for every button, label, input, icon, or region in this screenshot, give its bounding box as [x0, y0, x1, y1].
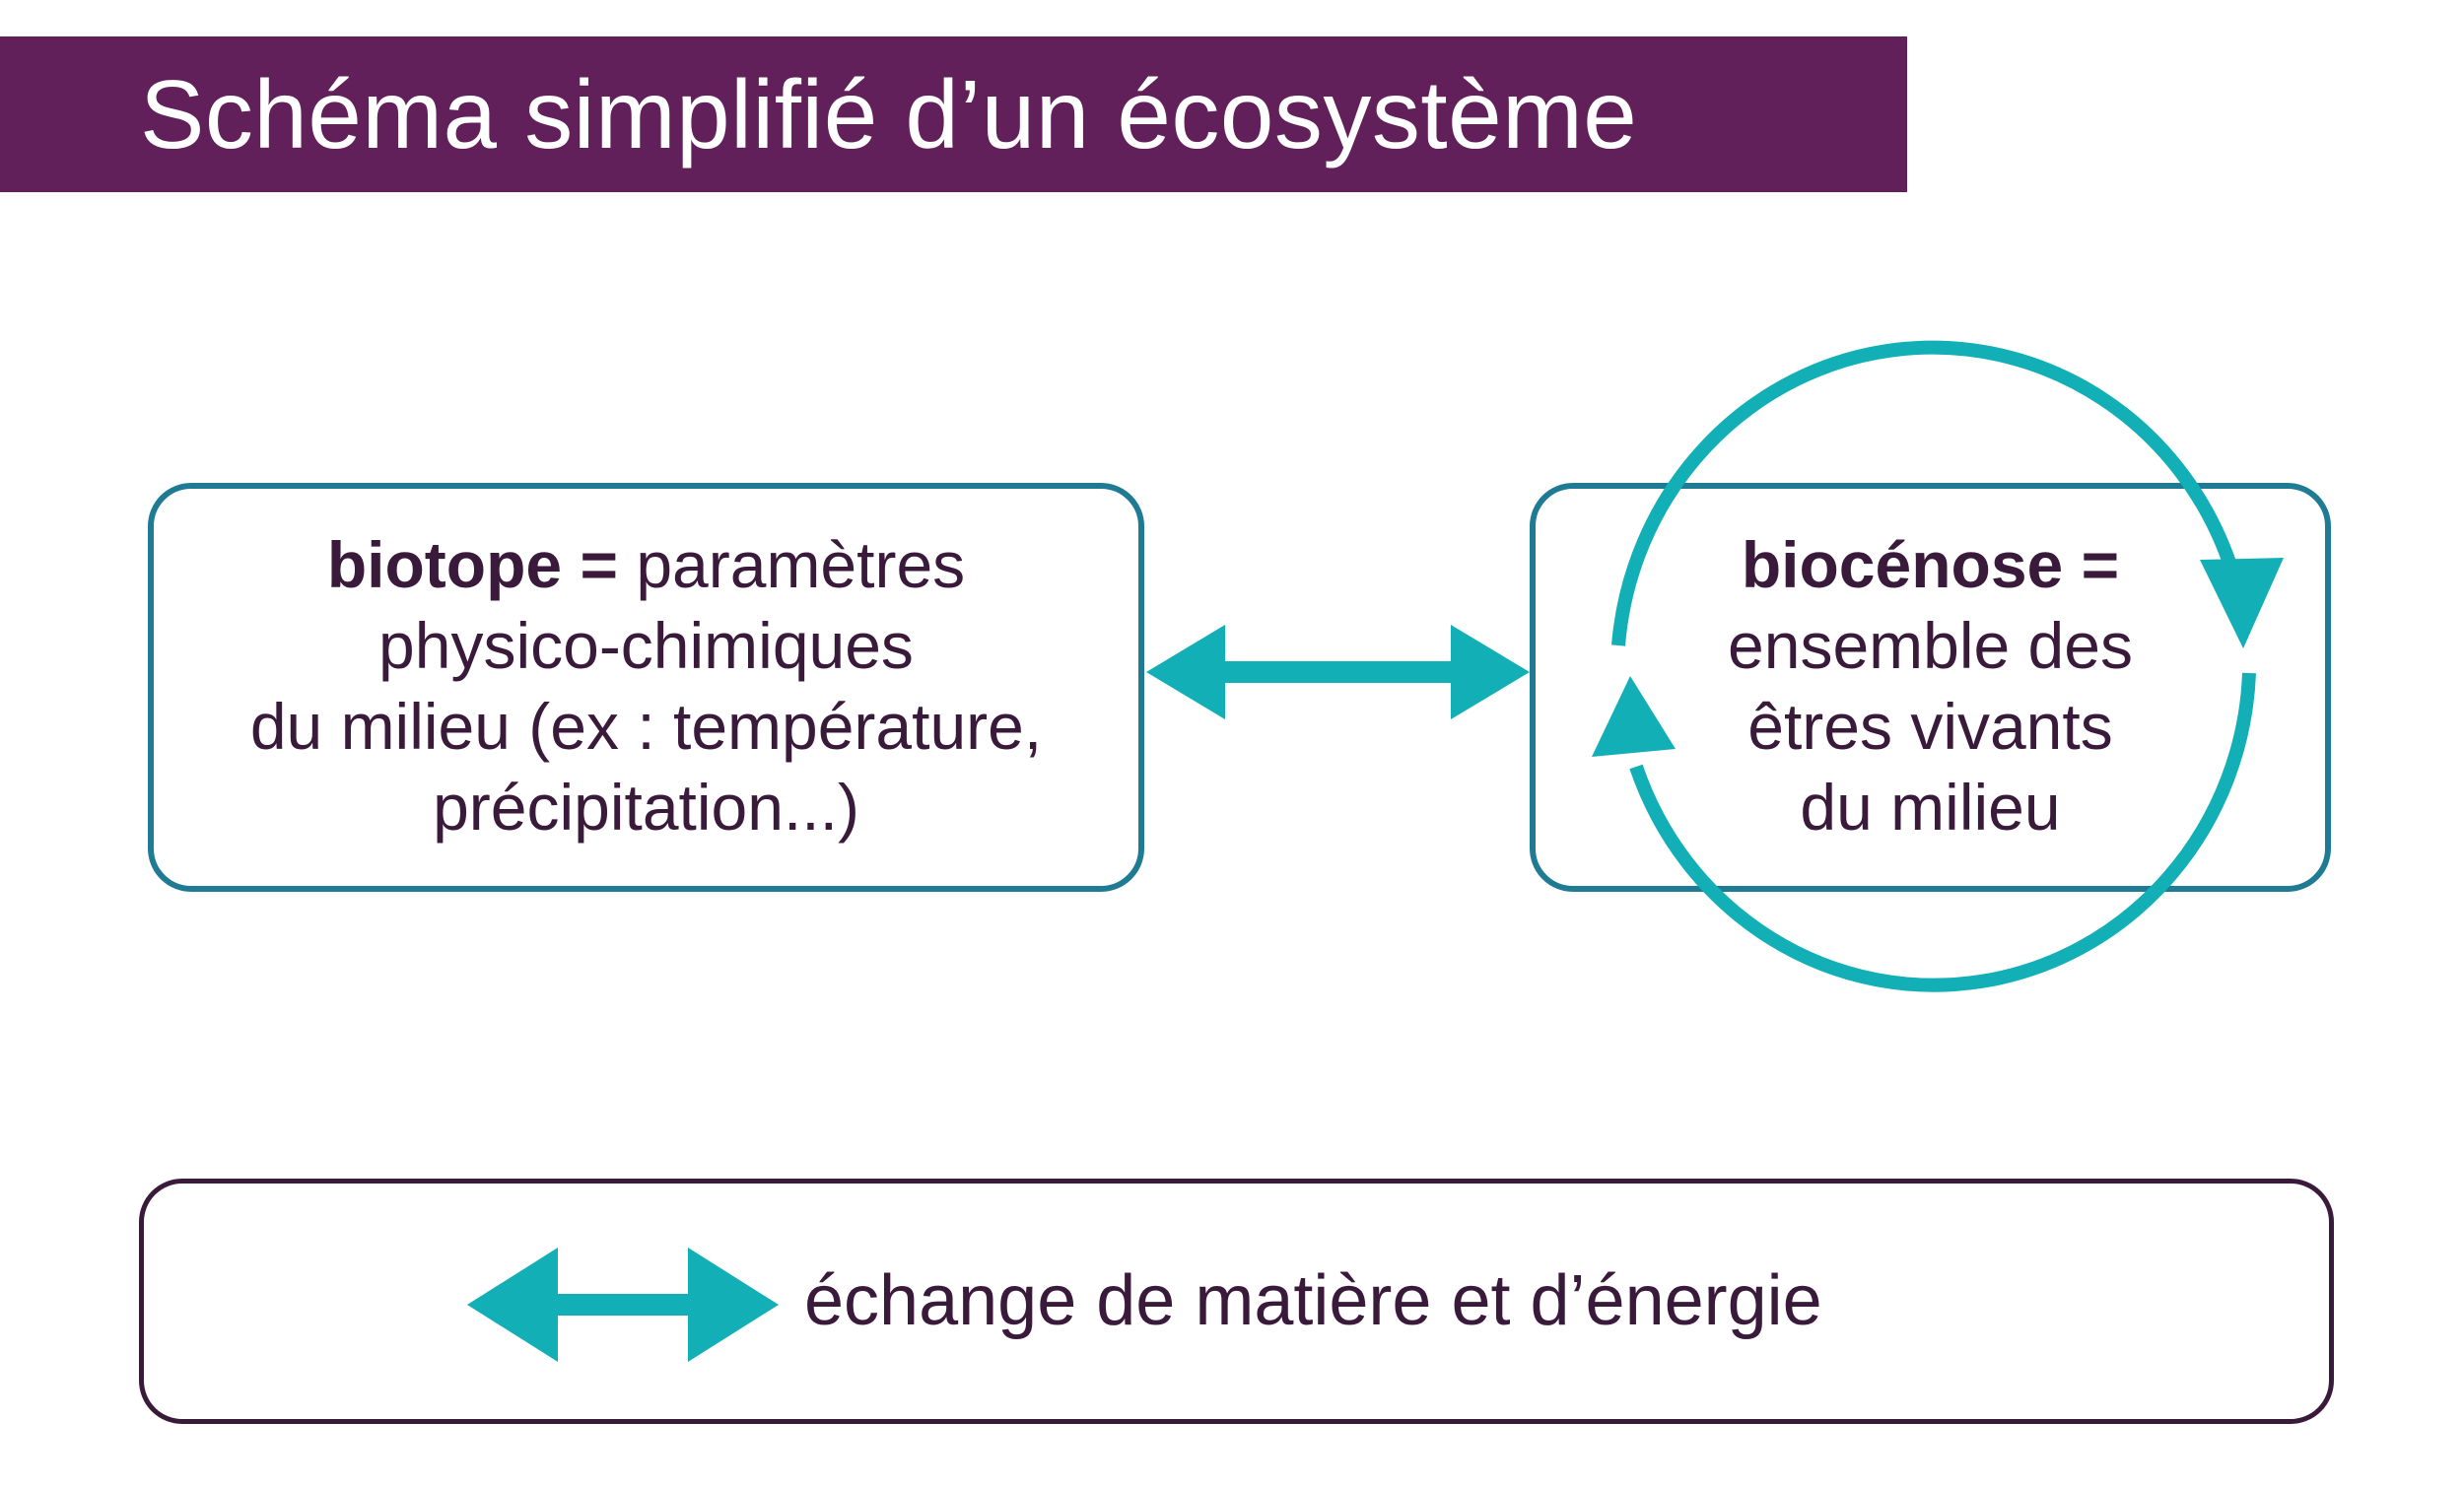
legend-label: échange de matière et d’énergie: [804, 1261, 1822, 1340]
exchange-arrow-head-right: [1451, 625, 1530, 719]
biocenose-desc-3: du milieu: [1800, 771, 2061, 844]
biotope-desc-3: du milieu (ex : température,: [249, 690, 1043, 763]
biotope-desc-1: paramètres: [636, 528, 966, 601]
legend-box: échange de matière et d’énergie: [139, 1179, 2334, 1424]
biotope-box: biotope = paramètres physico-chimiques d…: [148, 483, 1144, 892]
biotope-desc-4: précipitation...): [433, 771, 859, 844]
double-headed-arrow-icon: [1146, 625, 1530, 719]
page-title: Schéma simplifié d’un écosystème: [140, 60, 1638, 169]
biocenose-box: biocénose = ensemble des êtres vivants d…: [1530, 483, 2331, 892]
exchange-arrow-head-left: [1146, 625, 1225, 719]
biocenose-desc-1: ensemble des: [1728, 609, 2133, 682]
biocenose-desc-2: êtres vivants: [1747, 690, 2113, 763]
biotope-term: biotope =: [326, 528, 618, 601]
exchange-arrow-shaft: [1212, 661, 1459, 683]
biotope-text: biotope = paramètres physico-chimiques d…: [154, 524, 1138, 847]
title-banner: Schéma simplifié d’un écosystème: [0, 36, 1907, 192]
biocenose-term: biocénose =: [1741, 528, 2120, 601]
biotope-desc-2: physico-chimiques: [378, 609, 914, 682]
biotope-line-1: biotope = paramètres: [154, 524, 1138, 605]
biocenose-text: biocénose = ensemble des êtres vivants d…: [1536, 524, 2325, 847]
